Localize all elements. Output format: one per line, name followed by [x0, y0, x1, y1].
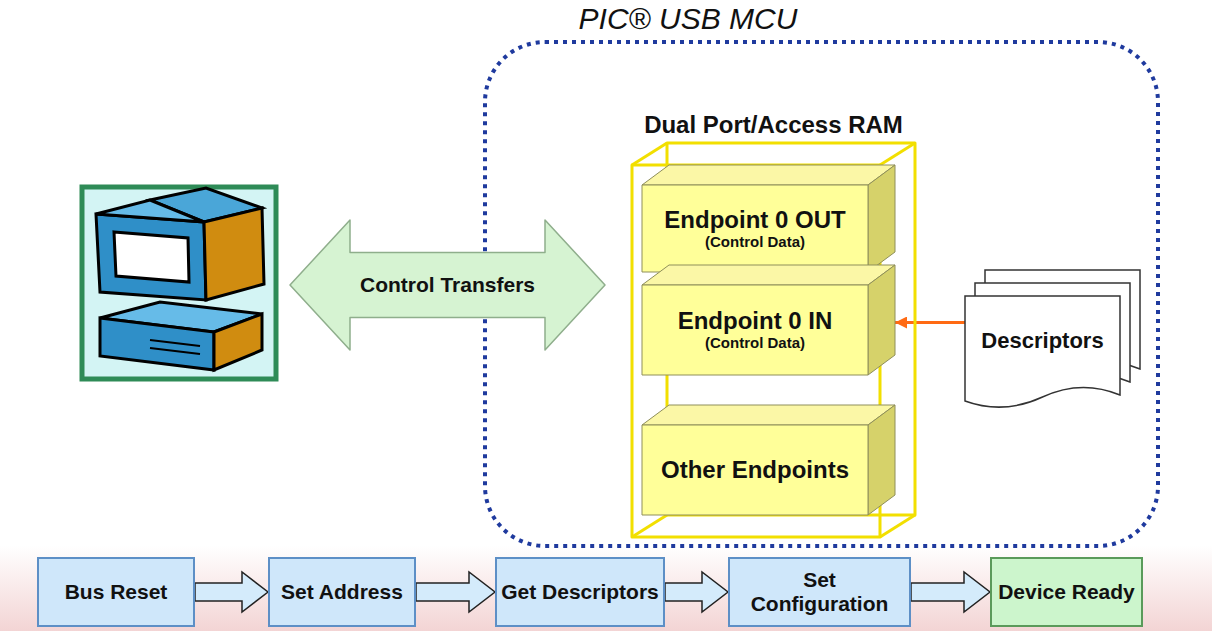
transfer-arrow: Control Transfers: [290, 220, 605, 350]
text-area: Descriptors: [965, 306, 1120, 376]
endpoint-buffer: Endpoint 0 OUT(Control Data): [642, 165, 895, 272]
box-outline: [496, 558, 664, 626]
node-label: Control Transfers: [360, 273, 535, 297]
box-top: [642, 405, 895, 425]
text-area: Control Transfers: [335, 253, 560, 317]
frame-front: [632, 165, 880, 537]
frame-edge: [880, 515, 915, 537]
base-front: [100, 318, 214, 370]
monitor-top-left: [96, 200, 204, 222]
text-area: PIC® USB MCU: [558, 0, 818, 38]
node-sublabel: (Control Data): [705, 335, 805, 352]
text-area: Device Ready: [994, 559, 1139, 625]
endpoint-buffer: Endpoint 0 IN(Control Data): [642, 265, 895, 375]
flow-arrow: [195, 572, 268, 612]
text-area: Set Address: [272, 559, 412, 625]
drive-slot: [150, 348, 200, 354]
node-label: Endpoint 0 IN: [678, 308, 833, 335]
box-top: [642, 265, 895, 285]
node-label: Other Endpoints: [661, 457, 849, 484]
text-area: Set Configuration: [732, 559, 907, 625]
monitor-side: [204, 208, 264, 300]
box-side: [868, 265, 895, 375]
text-area: Get Descriptors: [499, 559, 661, 625]
box-front: [642, 285, 868, 375]
box-front: [642, 185, 868, 272]
box-side: [868, 405, 895, 515]
node-label: Descriptors: [981, 329, 1103, 354]
endpoint-buffer: Other Endpoints: [642, 405, 895, 515]
text-area: Endpoint 0 OUT(Control Data): [642, 185, 868, 272]
box-front: [642, 425, 868, 515]
end-state-box: Device Ready: [990, 557, 1143, 627]
process-box: Set Address: [268, 557, 416, 627]
text-area: Endpoint 0 IN(Control Data): [642, 285, 868, 375]
box-outline: [991, 558, 1142, 626]
drive-slot: [150, 340, 200, 346]
node-label: PIC® USB MCU: [579, 2, 798, 36]
process-box: Get Descriptors: [495, 557, 665, 627]
frame-edge: [880, 143, 915, 165]
monitor-screen: [114, 232, 189, 282]
box-outline: [38, 558, 194, 626]
box-side: [868, 165, 895, 272]
bottom-band: [0, 545, 1212, 631]
flow-arrow: [416, 572, 495, 612]
node-label: Endpoint 0 OUT: [664, 207, 845, 234]
pointer-arrow: [895, 321, 965, 324]
flow-arrow: [665, 572, 728, 612]
box-outline: [729, 558, 910, 626]
flow-arrow: [911, 572, 990, 612]
text-area: Dual Port/Access RAM: [602, 109, 945, 141]
node-sublabel: (Control Data): [705, 234, 805, 251]
ram-block: Endpoint 0 OUT(Control Data)Endpoint 0 I…: [632, 143, 915, 537]
node-label: Bus Reset: [65, 580, 168, 604]
node-label: Dual Port/Access RAM: [644, 112, 903, 139]
descriptor-document: Descriptors: [965, 270, 1140, 405]
text-area: Other Endpoints: [642, 425, 868, 515]
document-page: [965, 296, 1120, 407]
node-label: Device Ready: [998, 580, 1135, 604]
process-box: Bus Reset: [37, 557, 195, 627]
box-top: [642, 165, 895, 185]
base-side: [214, 314, 262, 370]
box-outline: [269, 558, 415, 626]
icon-frame: [82, 187, 276, 379]
double-arrow: [290, 220, 605, 350]
node-label: Get Descriptors: [501, 580, 659, 604]
computer-icon: [82, 187, 276, 379]
monitor-front: [96, 214, 206, 300]
node-label: Set Address: [281, 580, 403, 604]
text-area: Bus Reset: [41, 559, 191, 625]
node-label: Set Configuration: [732, 568, 907, 615]
frame-edge: [632, 515, 667, 537]
process-box: Set Configuration: [728, 557, 911, 627]
frame-edge: [632, 143, 667, 165]
